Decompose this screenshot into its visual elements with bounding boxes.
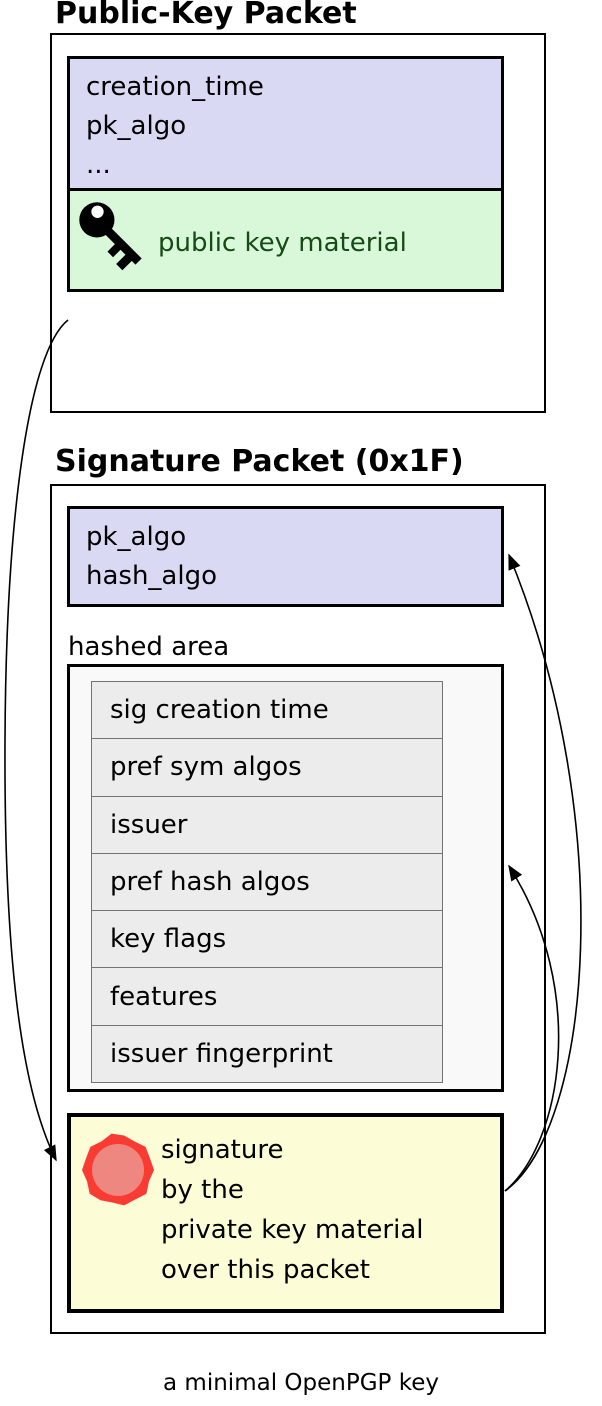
sig-field-hash-algo: hash_algo xyxy=(86,561,218,591)
hashed-area-box: sig creation time pref sym algos issuer … xyxy=(67,664,504,1092)
hashed-subpackets-list: sig creation time pref sym algos issuer … xyxy=(91,681,443,1083)
signature-note-line: signature xyxy=(161,1135,284,1165)
signature-note: signature by the private key material ov… xyxy=(161,1130,424,1290)
signature-note-line: private key material xyxy=(161,1215,424,1245)
public-key-material-label: public key material xyxy=(158,228,407,258)
pk-field-pk-algo: pk_algo xyxy=(86,111,187,141)
signature-packet-title: Signature Packet (0x1F) xyxy=(55,444,464,479)
signature-value-box: signature by the private key material ov… xyxy=(67,1113,504,1313)
subpacket-row: pref sym algos xyxy=(92,739,442,797)
hashed-area-label: hashed area xyxy=(68,632,230,662)
subpacket-row: issuer fingerprint xyxy=(92,1025,442,1082)
sig-field-pk-algo: pk_algo xyxy=(86,522,187,552)
subpacket-row: pref hash algos xyxy=(92,853,442,912)
subpacket-row: features xyxy=(92,968,442,1026)
key-icon xyxy=(79,202,142,271)
signature-note-line: over this packet xyxy=(161,1255,371,1285)
subpacket-row: issuer xyxy=(92,796,442,854)
signature-header-fields-box: pk_algo hash_algo xyxy=(67,506,504,607)
public-key-packet-title: Public-Key Packet xyxy=(55,0,357,31)
signature-note-line: by the xyxy=(161,1175,244,1205)
subpacket-row: key flags xyxy=(92,911,442,969)
pk-field-creation-time: creation_time xyxy=(86,72,264,102)
seal-icon xyxy=(82,1133,154,1206)
public-key-header-fields-box: creation_time pk_algo ... xyxy=(67,56,504,191)
pk-field-ellipsis: ... xyxy=(86,150,111,180)
diagram-caption: a minimal OpenPGP key xyxy=(163,1370,439,1396)
subpacket-row: sig creation time xyxy=(92,682,442,740)
public-key-material-box: public key material xyxy=(67,188,504,292)
